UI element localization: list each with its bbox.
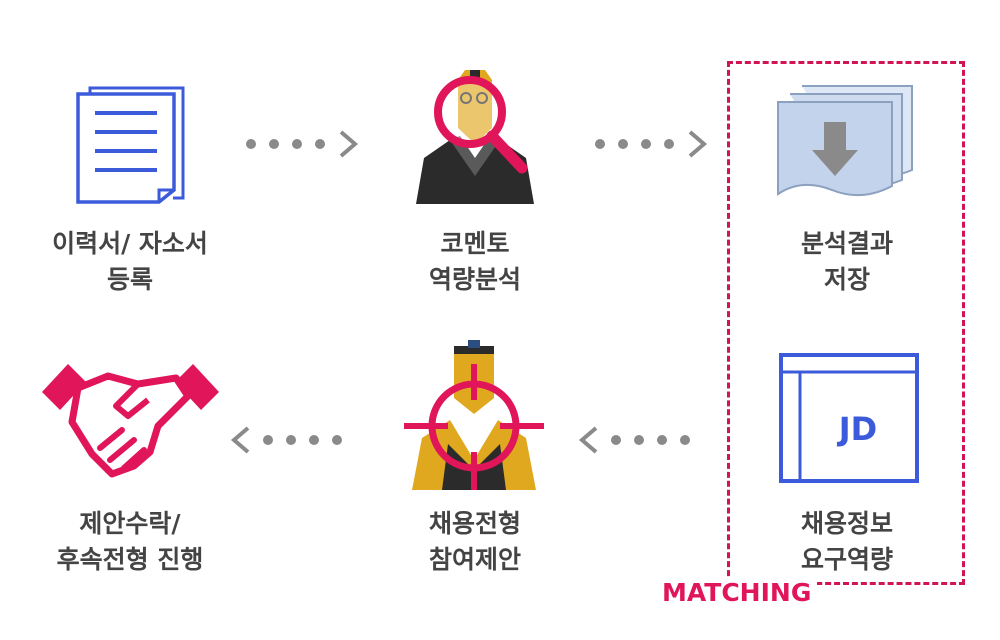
- step-accept-label: 제안수락/ 후속전형 진행: [0, 506, 260, 578]
- step-accept-line2: 후속전형 진행: [56, 545, 204, 574]
- step-resume-label: 이력서/ 자소서 등록: [0, 226, 260, 298]
- jd-window-icon: JD: [779, 353, 919, 483]
- step-offer-line2: 참여제안: [428, 545, 521, 574]
- arrow-left-icon: [230, 426, 342, 454]
- step-offer-label: 채용전형 참여제안: [345, 506, 605, 578]
- arrow-left-icon: [578, 426, 690, 454]
- jd-badge: JD: [837, 410, 877, 448]
- handshake-icon: [42, 364, 219, 478]
- document-icon: [76, 86, 185, 204]
- step-jd-line1: 채용정보: [800, 509, 893, 538]
- step-save-line1: 분석결과: [800, 229, 893, 258]
- step-analysis-line1: 코멘토: [440, 229, 510, 258]
- target-person-icon: [404, 340, 544, 490]
- step-analysis-line2: 역량분석: [428, 265, 521, 294]
- step-analysis-label: 코멘토 역량분석: [345, 226, 605, 298]
- arrow-right-icon: [246, 130, 359, 158]
- matching-label: MATCHING: [656, 578, 818, 607]
- arrow-right-icon: [595, 130, 708, 158]
- step-save-line2: 저장: [823, 265, 870, 294]
- step-jd-label: 채용정보 요구역량: [717, 506, 977, 578]
- matching-box: [727, 61, 965, 585]
- download-files-icon: [777, 85, 913, 197]
- step-accept-line1: 제안수락/: [79, 509, 181, 538]
- step-jd-line2: 요구역량: [800, 545, 893, 574]
- magnifier-person-icon: [416, 70, 534, 204]
- step-resume-line2: 등록: [106, 265, 153, 294]
- step-offer-line1: 채용전형: [428, 509, 521, 538]
- step-resume-line1: 이력서/ 자소서: [52, 229, 208, 258]
- step-save-label: 분석결과 저장: [717, 226, 977, 298]
